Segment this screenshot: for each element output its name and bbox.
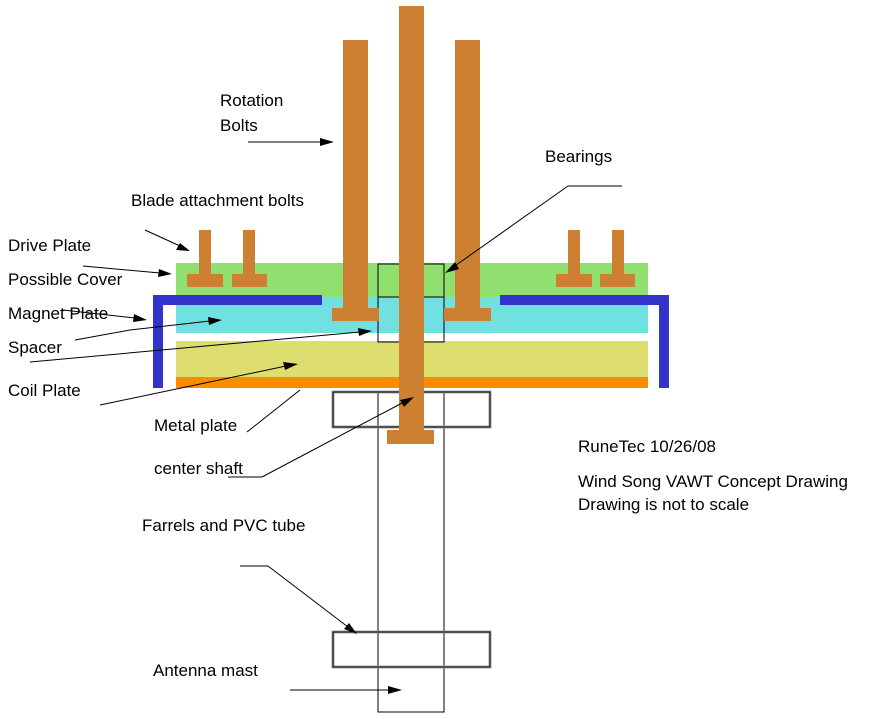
label-rotation-line1: Rotation — [220, 91, 283, 110]
note-author-date: RuneTec 10/26/08 — [578, 437, 716, 456]
label-bearings: Bearings — [545, 147, 612, 166]
label-spacer: Spacer — [8, 338, 62, 357]
leader-magnet-plate — [62, 309, 147, 322]
leader-center-shaft — [228, 397, 414, 478]
leader-coil-plate — [29, 328, 372, 363]
leader-bearings — [445, 185, 622, 273]
farrel-bottom — [331, 630, 492, 669]
label-coil-plate: Coil Plate — [8, 381, 81, 400]
label-farrels: Farrels and PVC tube — [142, 516, 305, 535]
blade-bolt-4 — [600, 230, 635, 287]
leader-farrels — [240, 565, 357, 634]
label-drive-plate: Drive Plate — [8, 236, 91, 255]
label-center-shaft: center shaft — [154, 459, 243, 478]
leader-spacer — [74, 317, 222, 341]
label-metal-plate: Metal plate — [154, 416, 237, 435]
leader-rotation-bolts — [248, 138, 334, 146]
farrel-bottom-outline — [332, 631, 491, 668]
note-scale: Drawing is not to scale — [578, 495, 749, 514]
leader-coil-plate-2 — [99, 362, 298, 406]
leader-possible-cover — [82, 265, 172, 277]
blade-bolt-3 — [556, 230, 592, 287]
leader-drive-plate — [144, 229, 190, 251]
label-possible-cover: Possible Cover — [8, 270, 123, 289]
leader-metal-plate — [246, 389, 301, 433]
blade-bolt-1 — [187, 230, 223, 287]
label-rotation-line2: Bolts — [220, 116, 258, 135]
label-antenna-mast: Antenna mast — [153, 661, 258, 680]
note-title: Wind Song VAWT Concept Drawing — [578, 472, 848, 491]
label-blade-bolts: Blade attachment bolts — [131, 191, 304, 210]
leader-antenna-mast — [290, 686, 402, 694]
possible-cover — [153, 295, 669, 388]
center-shaft — [387, 6, 434, 444]
label-magnet-plate: Magnet Plate — [8, 304, 108, 323]
blade-bolt-2 — [232, 230, 267, 287]
rotation-bolt-left — [332, 40, 379, 321]
